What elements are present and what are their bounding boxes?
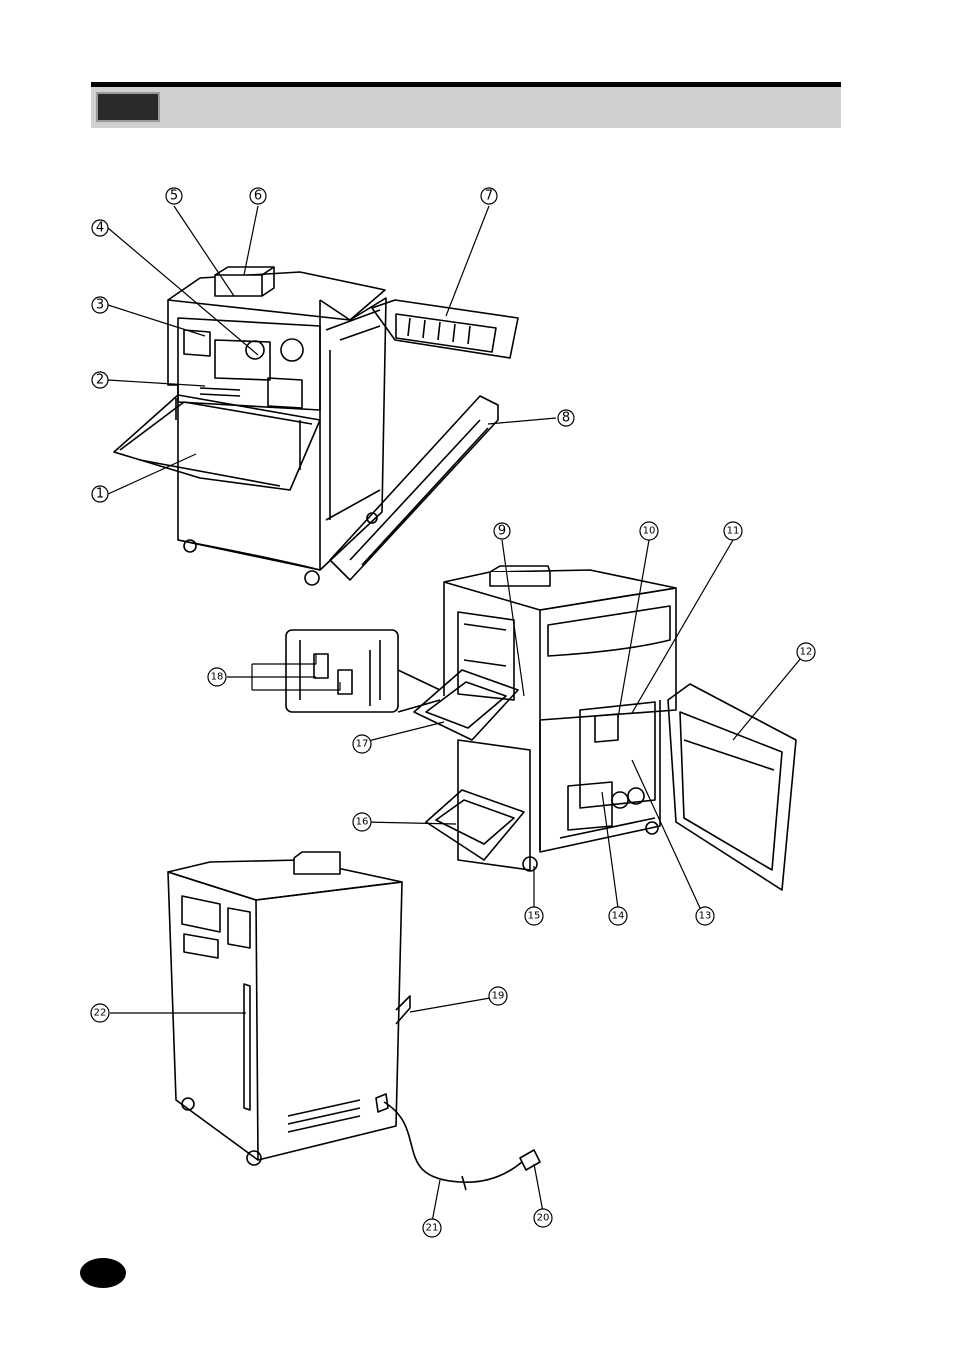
- callout-3: 3: [92, 297, 108, 313]
- callout-12: 12: [797, 643, 815, 661]
- callout-8: 8: [558, 410, 574, 426]
- callout-17: 17: [353, 735, 371, 753]
- callout-6: 6: [250, 188, 266, 204]
- svg-text:17: 17: [356, 739, 369, 750]
- svg-text:22: 22: [94, 1008, 107, 1019]
- callout-18: 18: [208, 668, 226, 686]
- rear-view-illustration: [168, 852, 540, 1190]
- svg-text:20: 20: [537, 1213, 550, 1224]
- svg-text:11: 11: [727, 526, 740, 537]
- svg-text:21: 21: [426, 1223, 439, 1234]
- svg-text:19: 19: [492, 991, 505, 1002]
- callout-19: 19: [489, 987, 507, 1005]
- svg-text:3: 3: [96, 298, 104, 313]
- callout-13: 13: [696, 907, 714, 925]
- svg-text:15: 15: [528, 911, 541, 922]
- svg-text:13: 13: [699, 911, 712, 922]
- callout-1: 1: [92, 486, 108, 502]
- svg-text:8: 8: [562, 411, 570, 426]
- callout-5: 5: [166, 188, 182, 204]
- callout-20: 20: [534, 1209, 552, 1227]
- callout-7: 7: [481, 188, 497, 204]
- callout-22: 22: [91, 1004, 109, 1022]
- callout-10: 10: [640, 522, 658, 540]
- svg-text:14: 14: [612, 911, 625, 922]
- callout-4: 4: [92, 220, 108, 236]
- callout-labels: 1 2 3 4 5 6 7 8 9 10 11 12 13 14 15 16 1…: [91, 188, 815, 1237]
- svg-text:9: 9: [498, 524, 506, 539]
- callout-14: 14: [609, 907, 627, 925]
- page-number-marker: [80, 1258, 126, 1288]
- side-view-illustration: [286, 566, 796, 890]
- callout-2: 2: [92, 372, 108, 388]
- callout-16: 16: [353, 813, 371, 831]
- callout-21: 21: [423, 1219, 441, 1237]
- svg-text:16: 16: [356, 817, 369, 828]
- svg-text:1: 1: [96, 487, 104, 502]
- svg-text:7: 7: [485, 189, 493, 204]
- svg-text:4: 4: [96, 221, 104, 236]
- callout-9: 9: [494, 523, 510, 539]
- svg-text:12: 12: [800, 647, 813, 658]
- callout-11: 11: [724, 522, 742, 540]
- svg-text:2: 2: [96, 373, 104, 388]
- svg-text:6: 6: [254, 189, 262, 204]
- callout-15: 15: [525, 907, 543, 925]
- svg-text:5: 5: [170, 189, 178, 204]
- front-view-illustration: [114, 267, 518, 585]
- leader-lines: [108, 206, 806, 1222]
- svg-text:10: 10: [643, 526, 656, 537]
- svg-text:18: 18: [211, 672, 224, 683]
